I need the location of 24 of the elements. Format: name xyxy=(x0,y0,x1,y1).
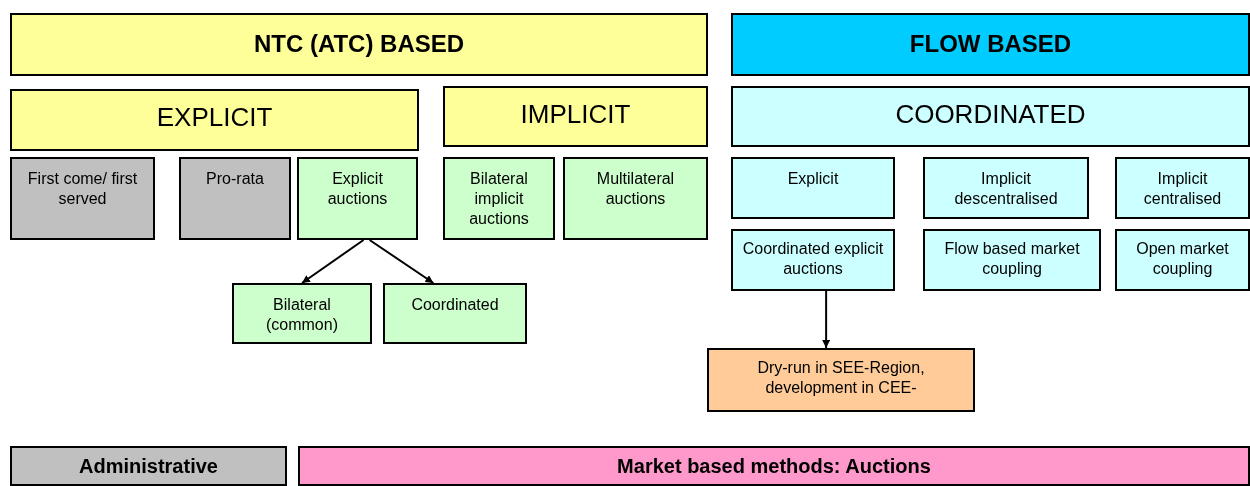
method-box: Bilateral implicit auctions xyxy=(443,157,555,240)
method-box: Open market coupling xyxy=(1115,229,1250,291)
method-box: Implicit centralised xyxy=(1115,157,1250,219)
arrow xyxy=(822,290,831,349)
footer-box: Administrative xyxy=(10,446,287,486)
method-box: Flow based market coupling xyxy=(923,229,1101,291)
method-box: Explicit xyxy=(731,157,895,219)
arrow xyxy=(368,239,435,284)
header-box: NTC (ATC) BASED xyxy=(10,13,708,76)
header-box: FLOW BASED xyxy=(731,13,1250,76)
method-box: Coordinated xyxy=(383,283,527,344)
method-box: Coordinated explicit auctions xyxy=(731,229,895,291)
category-box: EXPLICIT xyxy=(10,89,419,151)
method-box: Bilateral (common) xyxy=(232,283,372,344)
method-box: Pro-rata xyxy=(179,157,291,240)
category-box: COORDINATED xyxy=(731,86,1250,147)
note-box: Dry-run in SEE-Region, development in CEE- xyxy=(707,348,975,412)
method-box: Implicit descentralised xyxy=(923,157,1089,219)
arrow xyxy=(301,239,365,284)
method-box: First come/ first served xyxy=(10,157,155,240)
category-box: IMPLICIT xyxy=(443,86,708,147)
method-box: Multilateral auctions xyxy=(563,157,708,240)
footer-box: Market based methods: Auctions xyxy=(298,446,1250,486)
method-box: Explicit auctions xyxy=(297,157,418,240)
